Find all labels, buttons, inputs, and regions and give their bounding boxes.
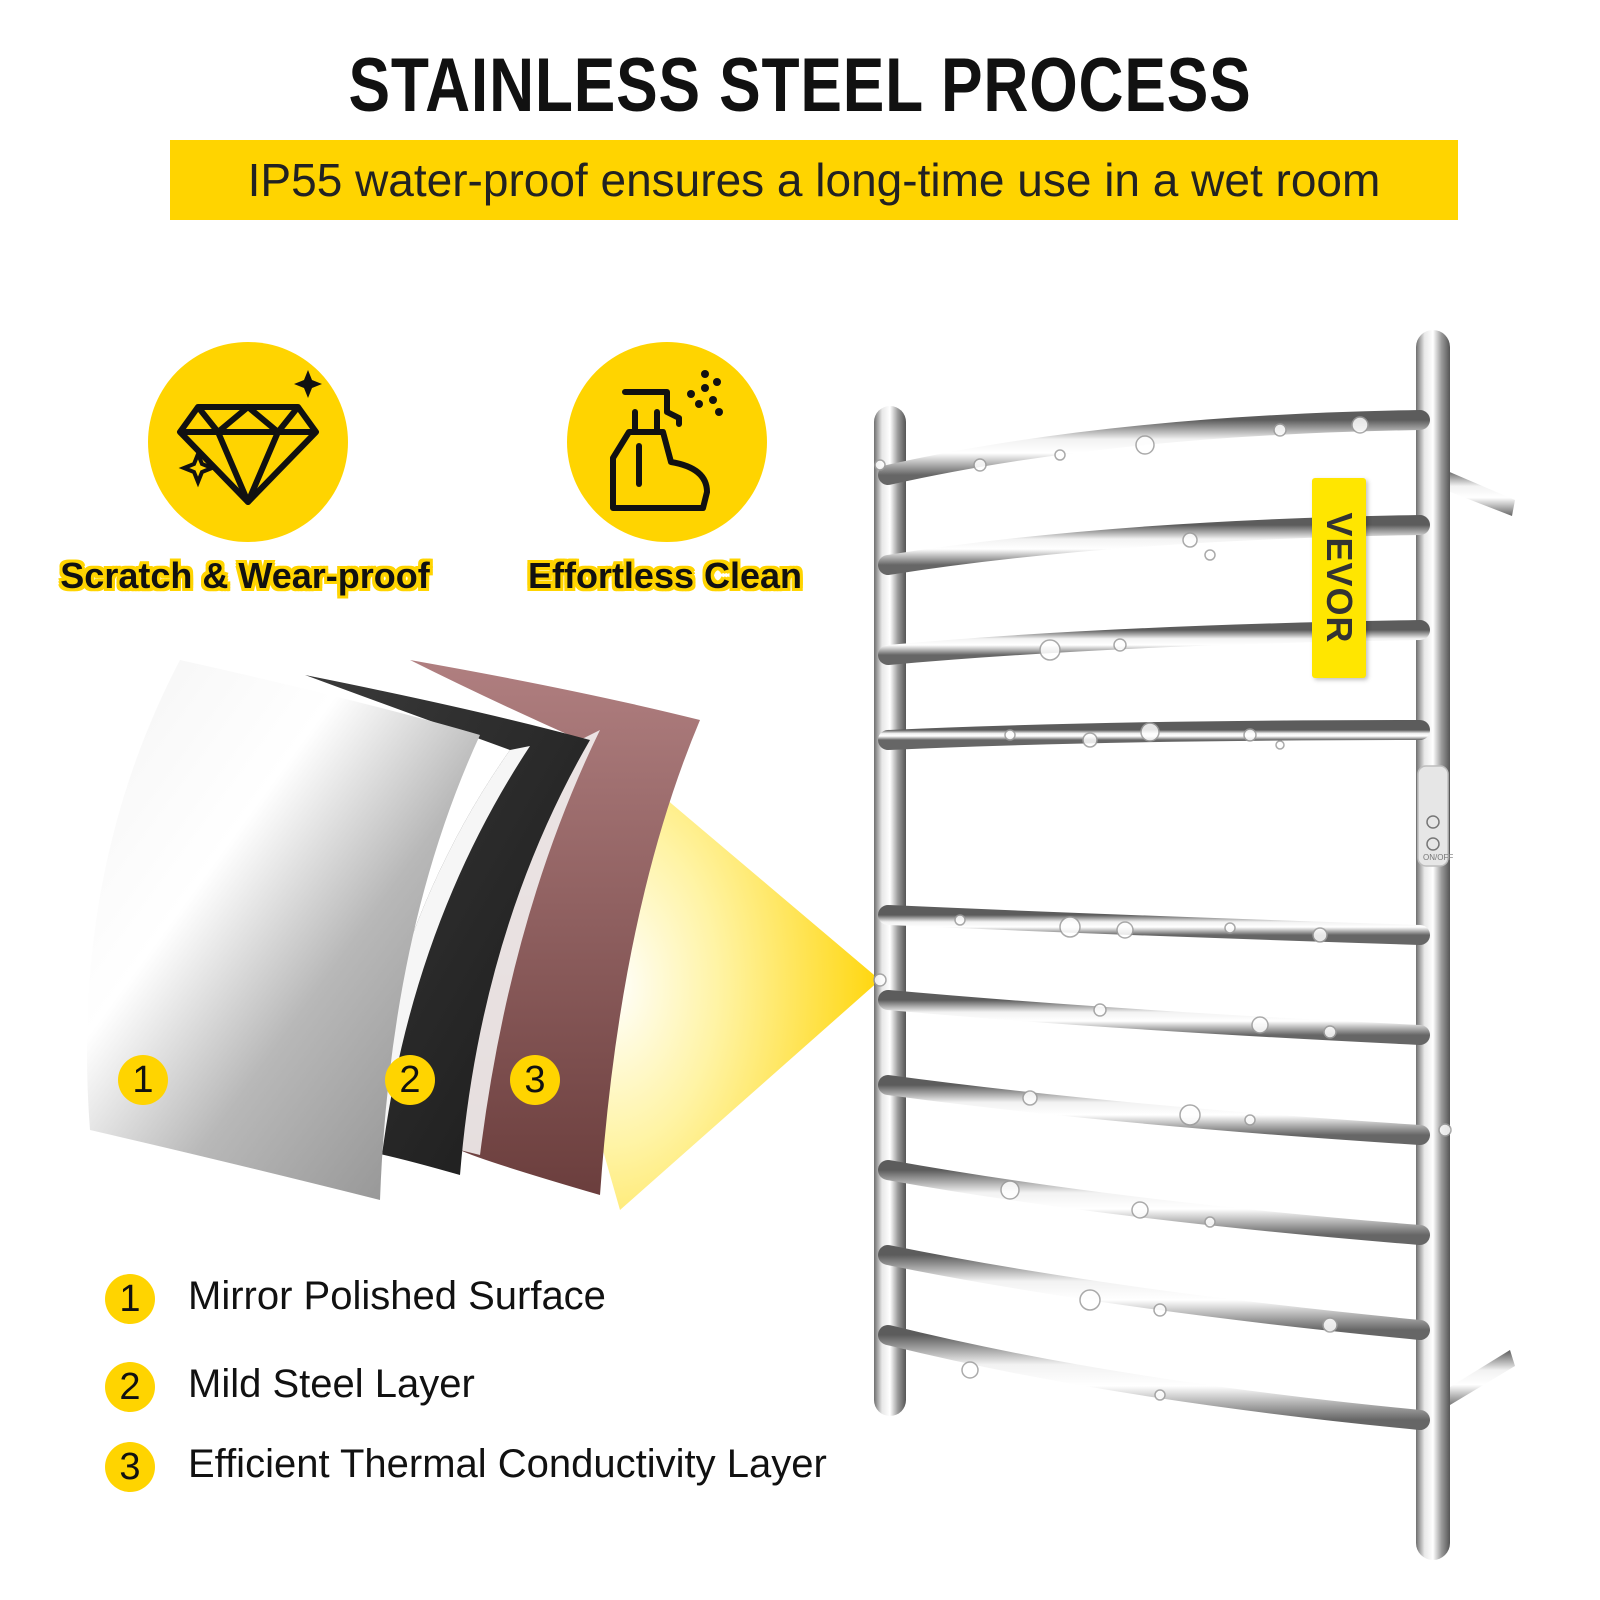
mode-button[interactable] [1426, 815, 1440, 829]
heat-beam [580, 760, 880, 1210]
subtitle-text: IP55 water-proof ensures a long-time use… [247, 154, 1381, 206]
layer-diagram [86, 660, 880, 1210]
legend-text-2: Mild Steel Layer [188, 1362, 475, 1406]
towel-rack-image: ON/OFF [873, 330, 1515, 1560]
legend-text-3: Efficient Thermal Conductivity Layer [188, 1442, 827, 1486]
legend-badge-1: 1 [105, 1274, 155, 1324]
spray-bottle-icon [610, 370, 723, 511]
layer-badge-3: 3 [510, 1055, 560, 1105]
brand-tag: VEVOR [1312, 478, 1366, 678]
subtitle-banner: IP55 water-proof ensures a long-time use… [170, 140, 1458, 220]
brand-logo-text: VEVOR [1319, 512, 1360, 644]
towel-bars [878, 410, 1430, 1430]
power-button[interactable] [1426, 837, 1440, 851]
power-label: ON/OFF [1423, 853, 1453, 862]
legend-badge-2: 2 [105, 1362, 155, 1412]
layer-badge-1: 1 [118, 1055, 168, 1105]
layer-2-sheet [305, 675, 590, 1175]
feature-circle-scratch [148, 342, 348, 542]
feature-circle-clean [567, 342, 767, 542]
layer-1-sheet [86, 660, 480, 1200]
feature-label-clean: Effortless Clean [527, 555, 803, 596]
page-title: STAINLESS STEEL PROCESS [348, 43, 1252, 128]
legend-text-1: Mirror Polished Surface [188, 1274, 606, 1318]
water-droplets [873, 416, 1452, 1401]
layer-badge-2: 2 [385, 1055, 435, 1105]
diamond-icon [177, 370, 322, 505]
feature-label-scratch: Scratch & Wear-proof [60, 555, 430, 596]
right-pole [1416, 330, 1450, 1560]
legend-badge-3: 3 [105, 1442, 155, 1492]
